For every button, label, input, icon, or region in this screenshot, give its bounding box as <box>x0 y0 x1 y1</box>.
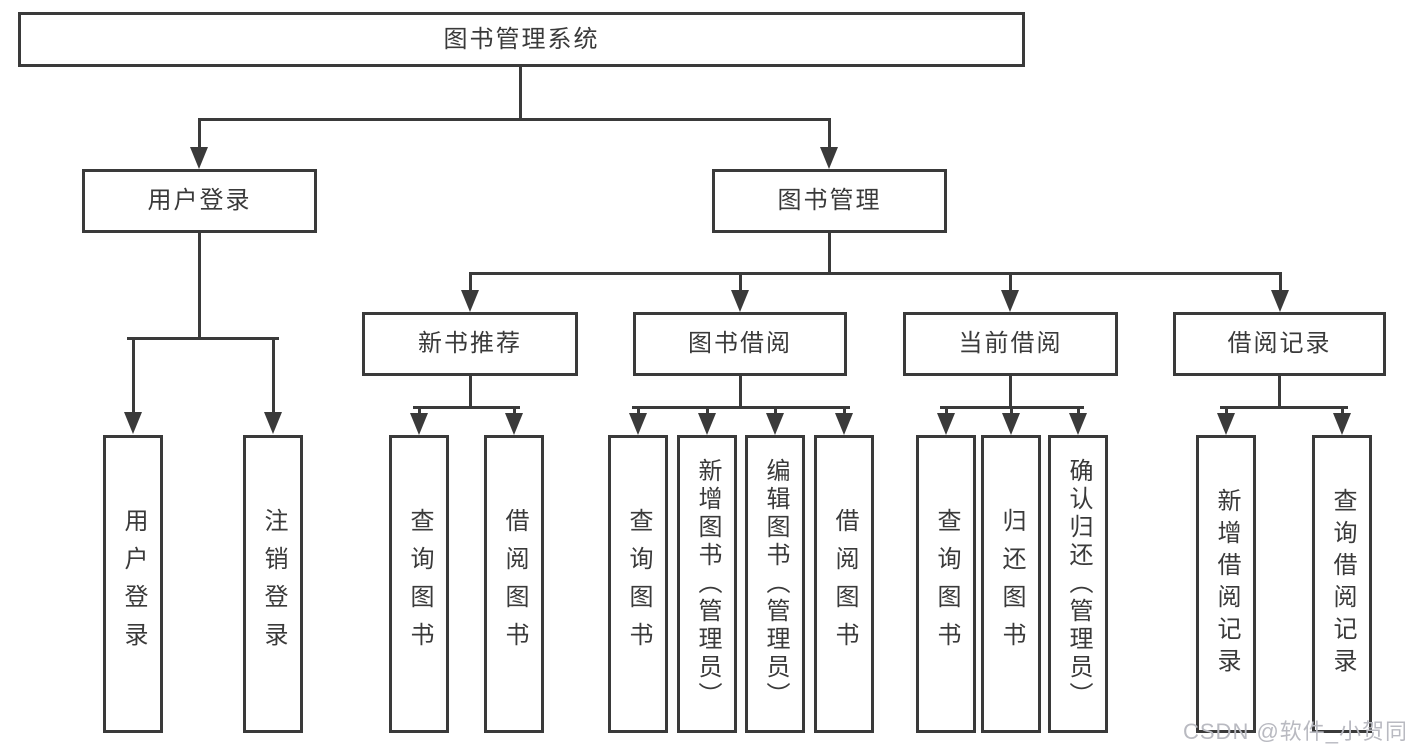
connector-line <box>828 118 831 147</box>
connector-arrowhead <box>1271 290 1289 312</box>
connector-arrowhead <box>505 413 523 435</box>
node-root: 图书管理系统 <box>18 12 1025 67</box>
connector-line <box>469 272 1281 275</box>
connector-line <box>1225 406 1228 414</box>
connector-arrowhead <box>937 413 955 435</box>
node-book-management: 图书管理 <box>712 169 947 233</box>
connector-line <box>739 376 742 406</box>
connector-line <box>1009 376 1012 406</box>
connector-line <box>1220 406 1348 409</box>
connector-arrowhead <box>1217 413 1235 435</box>
connector-arrowhead <box>1002 413 1020 435</box>
connector-line <box>945 406 948 414</box>
connector-line <box>1279 272 1282 290</box>
connector-arrowhead <box>1069 413 1087 435</box>
leaf-user-login: 用户登录 <box>103 435 163 733</box>
connector-line <box>198 118 201 147</box>
connector-arrowhead <box>190 147 208 169</box>
connector-line <box>706 406 709 414</box>
leaf-bb-add-books: 新增图书（管理员） <box>677 435 737 733</box>
leaf-br-add-record: 新增借阅记录 <box>1196 435 1256 733</box>
connector-line <box>513 406 516 414</box>
leaf-bb-query-books: 查询图书 <box>608 435 668 733</box>
leaf-br-query-record: 查询借阅记录 <box>1312 435 1372 733</box>
connector-arrowhead <box>835 413 853 435</box>
node-borrow-record: 借阅记录 <box>1173 312 1386 376</box>
connector-arrowhead <box>731 290 749 312</box>
connector-line <box>469 272 472 290</box>
connector-line <box>1341 406 1344 414</box>
leaf-cb-return-books: 归还图书 <box>981 435 1041 733</box>
connector-line <box>632 406 850 409</box>
connector-line <box>1077 406 1080 414</box>
leaf-bb-edit-books: 编辑图书（管理员） <box>745 435 805 733</box>
node-book-borrow: 图书借阅 <box>633 312 847 376</box>
connector-line <box>774 406 777 414</box>
connector-line <box>739 272 742 290</box>
connector-arrowhead <box>410 413 428 435</box>
node-new-book-recommend: 新书推荐 <box>362 312 578 376</box>
connector-arrowhead <box>124 412 142 434</box>
leaf-nbr-query-books: 查询图书 <box>389 435 449 733</box>
leaf-nbr-borrow-books: 借阅图书 <box>484 435 544 733</box>
leaf-cb-query-books: 查询图书 <box>916 435 976 733</box>
connector-line <box>1010 406 1013 414</box>
leaf-cb-confirm-return: 确认归还（管理员） <box>1048 435 1108 733</box>
connector-line <box>469 376 472 406</box>
leaf-bb-borrow-books: 借阅图书 <box>814 435 874 733</box>
leaf-logout: 注销登录 <box>243 435 303 733</box>
connector-arrowhead <box>1001 290 1019 312</box>
connector-line <box>413 406 520 409</box>
connector-arrowhead <box>461 290 479 312</box>
connector-arrowhead <box>629 413 647 435</box>
csdn-watermark: CSDN @软件_小贺同学 <box>1183 719 1405 744</box>
connector-arrowhead <box>264 412 282 434</box>
connector-line <box>519 67 522 118</box>
connector-arrowhead <box>698 413 716 435</box>
connector-arrowhead <box>820 147 838 169</box>
connector-line <box>198 118 831 121</box>
connector-line <box>828 233 831 272</box>
connector-line <box>1278 376 1281 406</box>
connector-line <box>272 337 275 412</box>
connector-line <box>132 337 135 412</box>
node-current-borrow: 当前借阅 <box>903 312 1118 376</box>
connector-line <box>198 233 201 337</box>
node-user-login: 用户登录 <box>82 169 317 233</box>
connector-line <box>637 406 640 414</box>
connector-line <box>127 337 279 340</box>
connector-line <box>418 406 421 414</box>
connector-line <box>843 406 846 414</box>
connector-arrowhead <box>1333 413 1351 435</box>
connector-line <box>1009 272 1012 290</box>
connector-arrowhead <box>766 413 784 435</box>
